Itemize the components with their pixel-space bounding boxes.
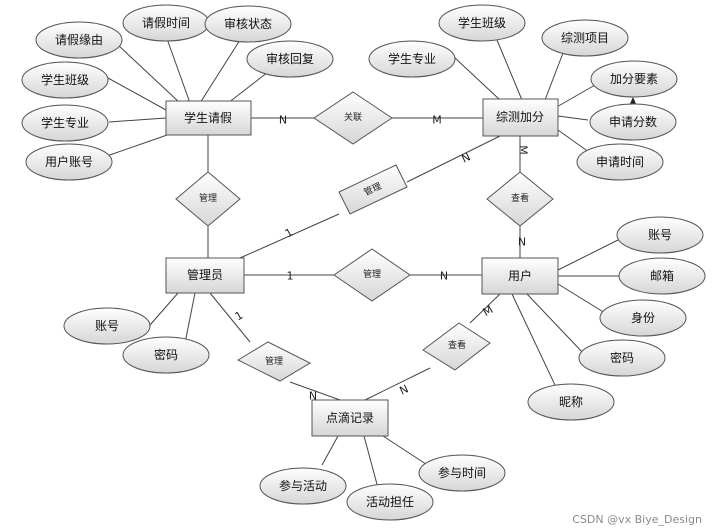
ellipse-leave-reason: [35, 21, 123, 59]
attr-checkin-role: 活动担任: [366, 495, 414, 509]
card-leave-assoc: N: [279, 114, 287, 127]
card-admin-checkin-n: N: [309, 390, 317, 403]
attr-bonus-class: 学生班级: [458, 15, 506, 30]
attr-checkin-activity: 参与活动: [279, 478, 327, 493]
attr-leave-account: 用户账号: [45, 154, 93, 169]
ellipse-review-status: [204, 5, 292, 43]
diamond-manage-checkin: [236, 341, 312, 382]
attr-admin-password: 密码: [154, 347, 178, 362]
ellipse-user-email: [618, 257, 706, 295]
relation-manage-user: 管理: [363, 268, 381, 280]
diamond-view-checkin: [422, 322, 491, 371]
attr-admin-account: 账号: [95, 319, 119, 333]
entity-box-user: [481, 257, 559, 295]
ellipse-leave-class: [21, 61, 109, 99]
ellipse-admin-password: [122, 336, 210, 374]
attr-user-account: 账号: [648, 228, 672, 242]
diamond-manage-user: [333, 248, 411, 302]
ellipse-bonus-item: [541, 19, 629, 57]
entity-box-checkin: [311, 399, 389, 437]
attr-review-reply: 审核回复: [266, 51, 314, 66]
relation-view-checkin: 查看: [448, 339, 466, 351]
attr-bonus-item: 综测项目: [561, 31, 609, 45]
diamond-view-bonus: [486, 171, 554, 227]
diamond-assoc: [313, 91, 393, 145]
attr-checkin-time: 参与时间: [438, 465, 486, 480]
card-admin-user-1: 1: [287, 270, 294, 283]
entity-box-leave: [165, 100, 252, 136]
attr-user-email: 邮箱: [650, 268, 674, 283]
attr-leave-major: 学生专业: [41, 115, 89, 130]
card-admin-user-n: N: [440, 270, 448, 283]
entity-leave: 学生请假: [184, 110, 232, 125]
ellipse-checkin-time: [418, 454, 506, 492]
diamond-manage-bonus: [338, 164, 408, 215]
ellipse-leave-major: [21, 104, 109, 142]
attr-bonus-time: 申请时间: [596, 155, 644, 169]
entity-bonus: 综测加分: [496, 110, 544, 124]
ellipse-bonus-score: [589, 103, 677, 141]
card-user-checkin-m: M: [481, 303, 496, 319]
attr-leave-reason: 请假缘由: [55, 33, 103, 47]
ellipse-bonus-factor: [590, 60, 678, 98]
ellipse-checkin-role: [346, 483, 434, 521]
card-user-checkin-n: N: [398, 382, 411, 397]
attr-leave-time: 请假时间: [142, 16, 190, 30]
attr-review-status: 审核状态: [224, 16, 272, 31]
ellipse-bonus-time: [576, 143, 664, 181]
attr-bonus-score: 申请分数: [609, 114, 657, 129]
relation-manage-leave: 管理: [199, 192, 217, 204]
ellipse-checkin-activity: [259, 467, 347, 505]
entity-box-bonus: [482, 98, 559, 137]
ellipse-user-nickname: [527, 383, 615, 421]
ellipse-user-password: [578, 339, 666, 377]
ellipse-leave-account: [25, 143, 113, 181]
attr-user-nickname: 昵称: [559, 395, 583, 409]
card-assoc-bonus: M: [432, 114, 442, 127]
card-view-user: N: [518, 236, 526, 249]
card-bonus-manage: N: [460, 150, 473, 165]
ellipse-admin-account: [63, 307, 151, 345]
ellipse-user-id: [599, 299, 687, 337]
attr-user-password: 密码: [610, 350, 634, 365]
attr-leave-class: 学生班级: [41, 72, 89, 87]
ellipse-bonus-major: [368, 40, 456, 78]
relation-view-bonus: 查看: [511, 192, 529, 204]
attr-bonus-factor: 加分要素: [610, 72, 658, 86]
entity-user: 用户: [508, 268, 532, 283]
attr-user-id: 身份: [631, 310, 655, 325]
ellipse-bonus-class: [438, 4, 526, 42]
attr-bonus-major: 学生专业: [388, 51, 436, 66]
entity-checkin: 点滴记录: [326, 410, 374, 425]
card-admin-checkin-1: 1: [233, 309, 246, 324]
relation-assoc: 关联: [344, 111, 362, 123]
entity-box-admin: [165, 257, 245, 294]
relation-manage-checkin: 管理: [265, 355, 283, 367]
connector-lines: [103, 35, 620, 489]
ellipse-review-reply: [246, 40, 334, 78]
ellipse-user-account: [616, 216, 704, 254]
watermark: CSDN @vx Biye_Design: [572, 513, 702, 526]
entity-admin: 管理员: [187, 267, 223, 282]
diamond-manage-leave: [175, 171, 241, 227]
card-bonus-view: M: [517, 145, 530, 155]
